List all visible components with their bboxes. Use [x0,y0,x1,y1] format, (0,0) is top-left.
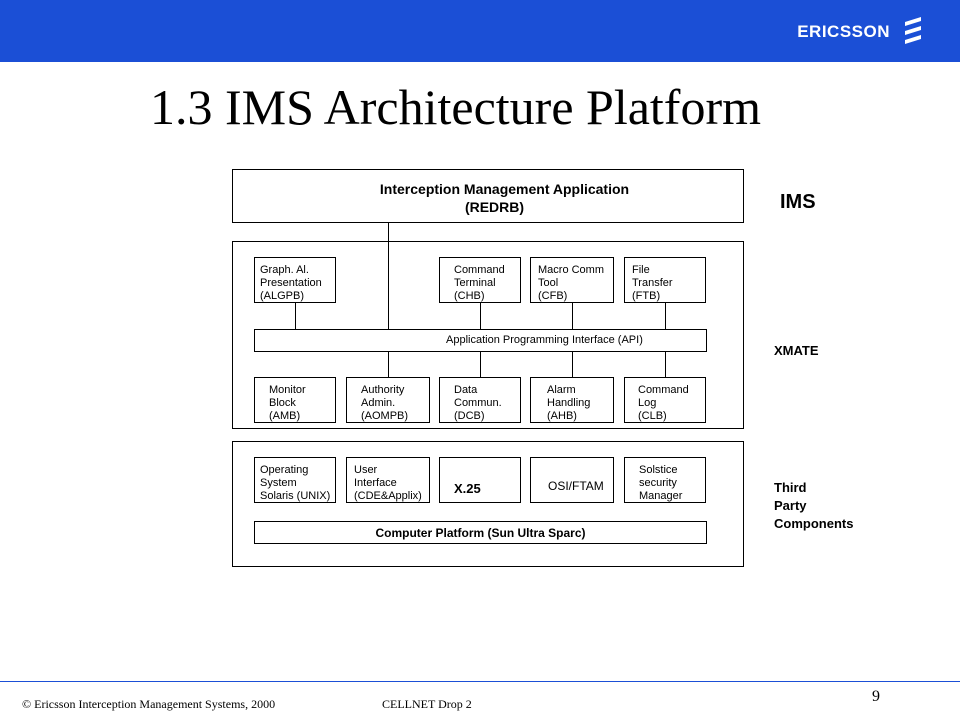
api-bar [254,329,707,352]
block-clb [624,377,706,423]
block-ahb [530,377,614,423]
ericsson-logo-icon [905,17,921,44]
footer-drop: CELLNET Drop 2 [382,697,472,711]
header-bar [0,0,960,62]
platform-label: Computer Platform (Sun Ultra Sparc) [375,526,586,540]
footer-copyright: © Ericsson Interception Management Syste… [22,697,276,711]
side-label-xmate: XMATE [774,343,819,358]
block-algpb [254,257,336,303]
connector-chb-api [480,303,481,329]
block-x25-label: X.25 [454,481,481,496]
side-label-third-party: Third Party Components [774,480,854,531]
connector-api-dcb [480,352,481,377]
xmate-container [232,241,744,429]
footer-divider [0,681,960,682]
block-ftb [624,257,706,303]
block-dcb [439,377,521,423]
block-ftb-label: File Transfer (FTB) [632,264,673,302]
platform-bar [254,521,707,544]
block-ui-label: User Interface (CDE&Applix) [354,464,422,502]
block-ui [346,457,430,503]
page-number: 9 [872,688,880,705]
side-label-ims: IMS [780,191,816,213]
block-osi [530,457,614,503]
connector-api-ahb [572,352,573,377]
ima-subtitle: (REDRB) [464,199,525,215]
ima-box [232,169,744,223]
api-label: Application Programming Interface (API) [446,334,643,346]
connector-api-aompb [388,352,389,377]
block-amb-label: Monitor Block (AMB) [269,384,306,422]
ima-api-connector [388,223,389,329]
third-party-container [232,441,744,567]
block-cfb-label: Macro Comm Tool (CFB) [538,264,605,302]
block-solstice [624,457,706,503]
connector-api-clb [665,352,666,377]
block-osi-label: OSI/FTAM [548,479,604,493]
connector-cfb-api [572,303,573,329]
block-aompb-label: Authority Admin. (AOMPB) [361,384,409,422]
page-title: 1.3 IMS Architecture Platform [150,79,761,135]
ima-title: Interception Management Application [379,181,630,197]
block-solstice-label: Solstice security Manager [639,464,683,502]
block-x25 [439,457,521,503]
brand-logo-text: ERICSSON [797,22,890,41]
connector-ftb-api [665,303,666,329]
block-dcb-label: Data Commun. (DCB) [454,384,502,422]
block-chb-label: Command Terminal (CHB) [454,264,505,302]
block-os-label: Operating System Solaris (UNIX) [260,464,331,502]
block-algpb-label: Graph. Al. Presentation (ALGPB) [260,264,322,302]
block-cfb [530,257,614,303]
block-os [254,457,336,503]
block-amb [254,377,336,423]
connector-algpb-api [295,303,296,329]
block-ahb-label: Alarm Handling (AHB) [547,384,591,422]
block-clb-label: Command Log (CLB) [638,384,689,422]
block-chb [439,257,521,303]
block-aompb [346,377,430,423]
